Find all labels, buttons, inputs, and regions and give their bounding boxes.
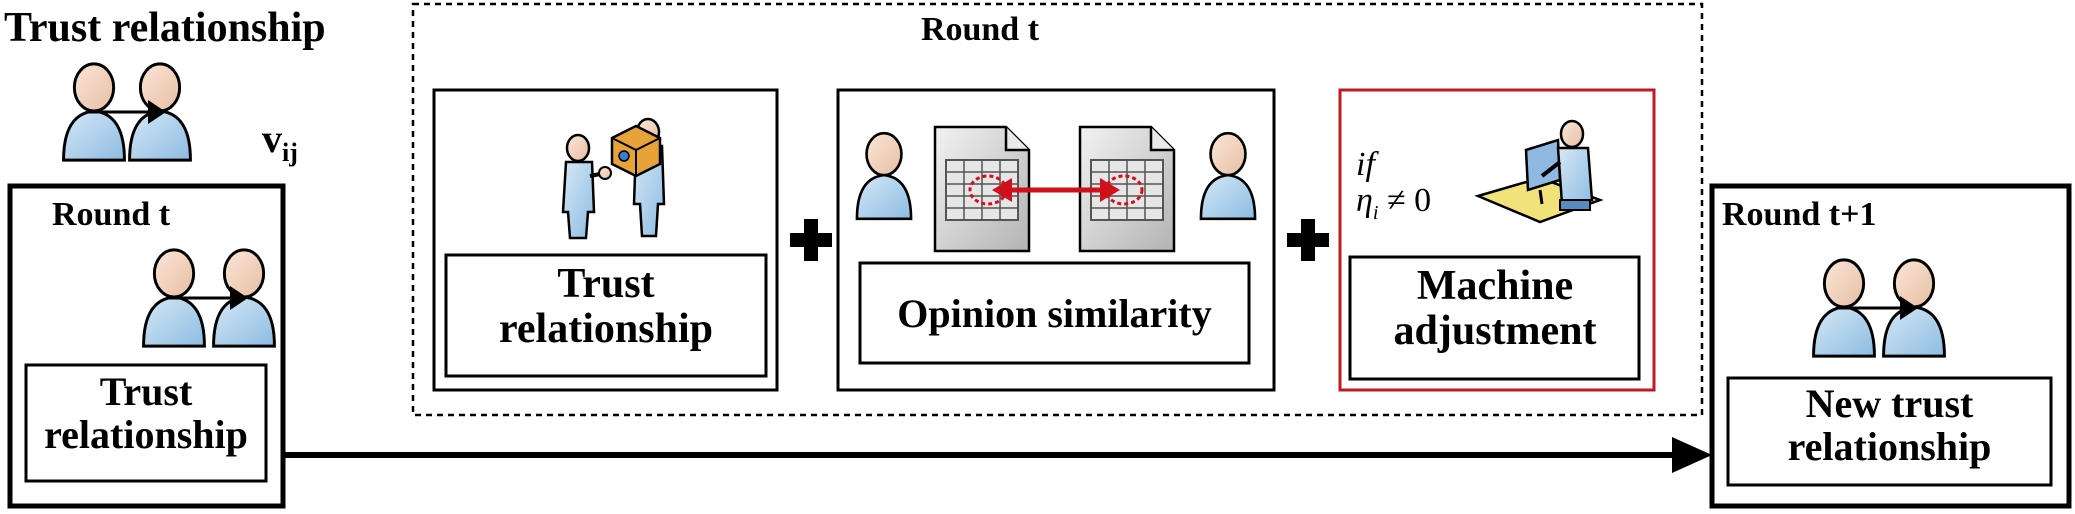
left-round-label: Round t: [52, 196, 171, 233]
machine-box-label-border: [1348, 255, 1641, 381]
legend-symbol: vij: [262, 74, 362, 167]
machine-box-label: Machine adjustment: [1393, 263, 1597, 355]
legend-trust-icon: [62, 62, 192, 162]
right-panel-box: [1709, 183, 2072, 509]
opinion-icons: [855, 125, 1257, 253]
right-panel-label-box: [1726, 376, 2053, 487]
middle-round-label: Round t: [920, 11, 1040, 48]
right-trust-label: New trust relationship: [1787, 381, 1992, 470]
trust-box: [432, 88, 779, 392]
condition-if: if: [1356, 145, 1375, 183]
plus-operator-1: [790, 219, 832, 261]
plus-operator-2: [1287, 219, 1329, 261]
condition-rest: ≠ 0: [1378, 182, 1432, 220]
middle-dashed-container: [411, 2, 1704, 417]
machine-condition: if ηi ≠ 0: [1356, 110, 1556, 225]
legend-title: Trust relationship: [4, 5, 326, 51]
machine-box: [1338, 88, 1656, 392]
left-panel-box: [7, 183, 286, 509]
opinion-box: [836, 88, 1276, 392]
right-panel-trust-icon: [1812, 258, 1946, 358]
left-panel-trust-icon: [142, 248, 276, 348]
exchange-icon: [561, 117, 666, 240]
opinion-box-label: Opinion similarity: [897, 291, 1212, 336]
workstation-icon: [1474, 119, 1604, 224]
condition-sub: i: [1372, 202, 1379, 225]
condition-var: η: [1356, 182, 1373, 220]
trust-box-label: Trust relationship: [499, 261, 713, 353]
legend-symbol-subscript: ij: [282, 138, 298, 168]
right-round-label: Round t+1: [1722, 196, 1877, 233]
progress-arrow-head: [1672, 437, 1712, 473]
left-trust-label: Trust relationship: [44, 369, 248, 458]
left-panel-label-box: [24, 363, 268, 483]
legend-symbol-v: v: [262, 116, 282, 162]
opinion-box-label-border: [858, 261, 1251, 365]
trust-box-label-border: [444, 253, 768, 378]
